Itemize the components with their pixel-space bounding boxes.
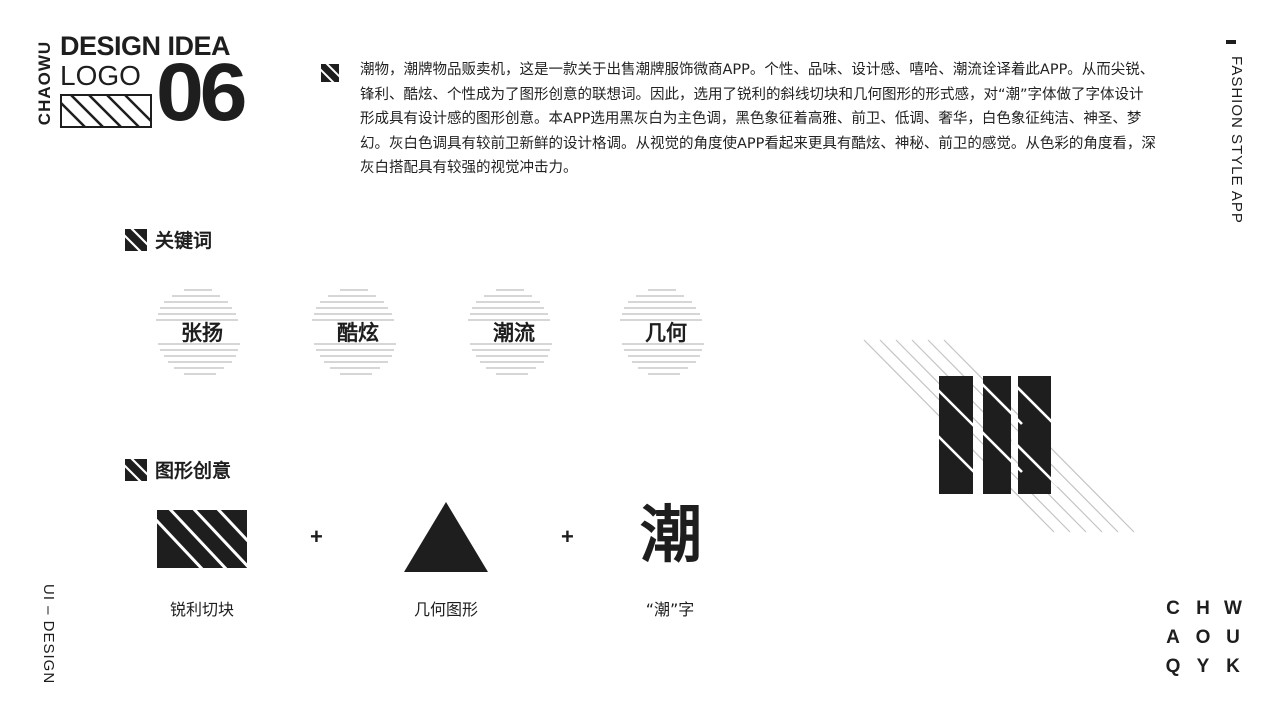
slash-square-icon — [125, 458, 147, 481]
striped-circle-icon — [312, 289, 396, 375]
slash-square-icon — [125, 228, 147, 251]
creative-heading: 图形创意 — [125, 456, 231, 483]
plus-sign: + — [561, 524, 574, 549]
grid-letter: K — [1226, 656, 1240, 677]
keyword-label: 几何 — [645, 321, 687, 345]
side-label-left: UI – DESIGN — [40, 584, 57, 685]
grid-letter: U — [1226, 627, 1240, 648]
logo-stripe-icon — [60, 94, 152, 128]
slash-block-icon — [157, 510, 247, 568]
creative-title: 图形创意 — [155, 460, 232, 482]
keywords-heading: 关键词 — [125, 226, 212, 253]
grid-letter: W — [1224, 598, 1242, 619]
side-label-right: FASHION STYLE APP — [1228, 56, 1245, 224]
description-text: 潮物，潮牌物品贩卖机，这是一款关于出售潮牌服饰微商APP。个性、品味、设计感、嘻… — [360, 62, 1156, 176]
keyword-label: 酷炫 — [337, 321, 379, 345]
logo-vertical-text: CHAOWU — [32, 36, 58, 130]
grid-letter: Q — [1165, 656, 1181, 677]
logo-vertical-label: CHAOWU — [35, 40, 55, 126]
keyword-item: 几何 — [618, 284, 714, 380]
chao-logo-mark-icon — [863, 339, 1135, 533]
plus-sign: + — [310, 524, 323, 549]
striped-circle-icon — [468, 289, 552, 375]
grid-letter: A — [1166, 627, 1180, 648]
keyword-item: 酷炫 — [310, 284, 406, 380]
grid-letter: Y — [1196, 656, 1210, 677]
grid-letter: H — [1196, 598, 1210, 619]
caption-sharp-block: 锐利切块 — [169, 600, 234, 619]
triangle-icon — [404, 502, 488, 572]
keyword-item: 潮流 — [466, 284, 562, 380]
keyword-label: 潮流 — [493, 321, 535, 345]
keyword-item: 张扬 — [154, 284, 250, 380]
keywords-title: 关键词 — [155, 230, 213, 252]
keyword-label: 张扬 — [181, 321, 223, 345]
caption-chao-character: “潮”字 — [645, 600, 695, 619]
caption-geometric: 几何图形 — [413, 600, 478, 619]
slash-square-icon — [321, 64, 339, 82]
letter-grid: C H W A O U Q Y K — [1158, 598, 1248, 685]
chao-glyph: 潮 — [640, 498, 703, 571]
striped-circle-icon — [156, 289, 240, 375]
side-marker — [1226, 40, 1236, 44]
striped-circle-icon — [620, 289, 704, 375]
grid-letter: O — [1195, 627, 1211, 648]
grid-letter: C — [1166, 598, 1180, 619]
logo-number: 06 — [156, 47, 248, 138]
logo-title: DESIGN IDEA — [60, 31, 231, 61]
logo-subtitle: LOGO — [60, 60, 141, 91]
